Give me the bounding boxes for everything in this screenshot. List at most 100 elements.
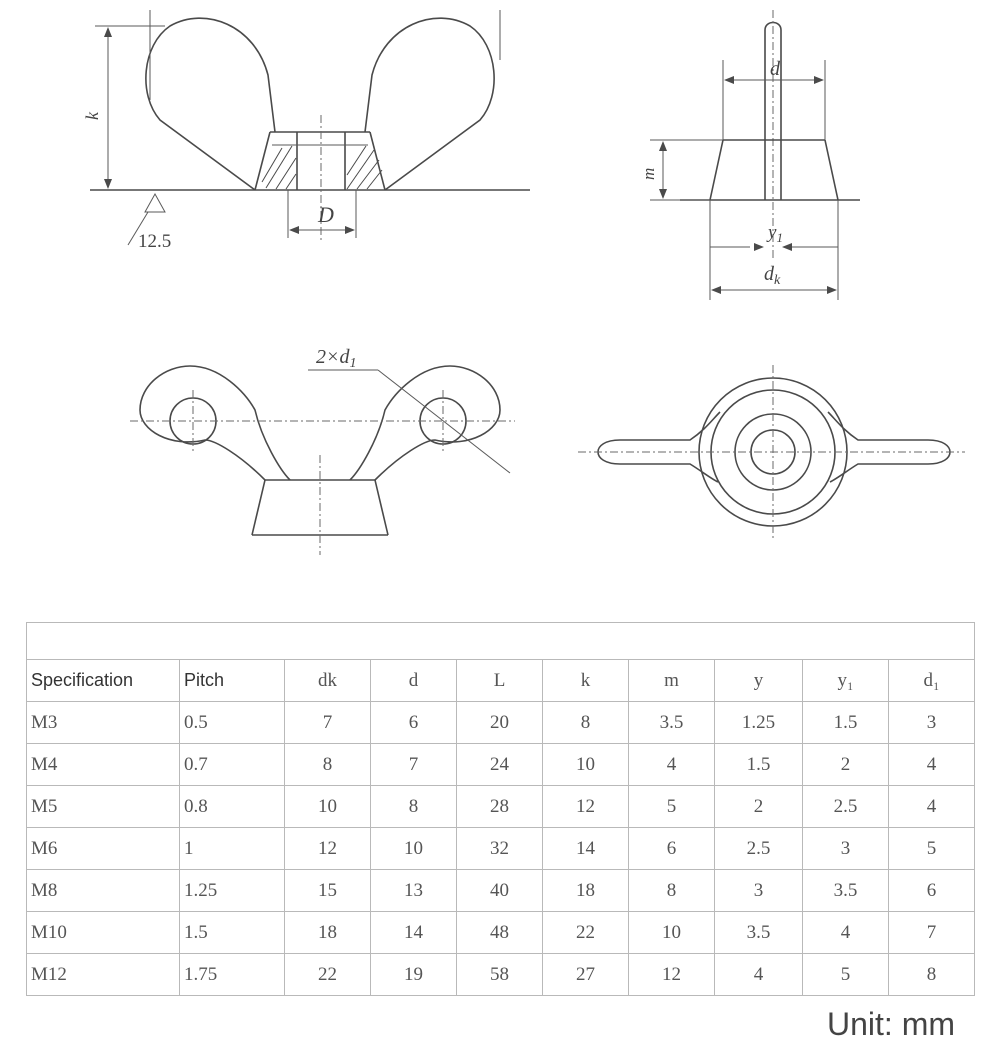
front-view: k D 12.5 [82, 10, 530, 252]
cell-k: 12 [542, 785, 629, 828]
cell-d1: 3 [887, 701, 976, 744]
cell-d1: 6 [887, 869, 976, 912]
cell-m: 10 [628, 911, 715, 954]
cell-pitch: 0.7 [179, 743, 285, 786]
cell-d1: 5 [887, 827, 976, 870]
y1-subscript: 1 [776, 230, 783, 245]
cell-pitch: 1.5 [179, 911, 285, 954]
table-caption-row [25, 622, 976, 660]
header-dk: dk [284, 659, 371, 702]
cell-y: 1.25 [714, 701, 803, 744]
cell-pitch: 1 [179, 827, 285, 870]
cell-m: 4 [628, 743, 715, 786]
unit-note: Unit: mm [827, 1006, 955, 1042]
cell-y1: 4 [802, 911, 889, 954]
cell-k: 8 [542, 701, 629, 744]
cell-l: 24 [456, 743, 543, 786]
cell-y: 4 [714, 953, 803, 996]
cell-specification: M10 [26, 911, 180, 954]
cell-k: 27 [542, 953, 629, 996]
cell-m: 3.5 [628, 701, 715, 744]
cell-k: 18 [542, 869, 629, 912]
header-m: m [628, 659, 715, 702]
cell-dk: 10 [284, 785, 371, 828]
cell-d1: 8 [887, 953, 976, 996]
cell-y: 3 [714, 869, 803, 912]
y1-main: y [766, 222, 777, 243]
dk-label: dk [764, 263, 781, 288]
cell-m: 5 [628, 785, 715, 828]
header-y: y [714, 659, 803, 702]
side-view: d m y1 dk [639, 10, 860, 300]
cell-dk: 8 [284, 743, 371, 786]
cell-y1: 2 [802, 743, 889, 786]
cell-y: 2.5 [714, 827, 803, 870]
header-pitch: Pitch [179, 659, 285, 702]
cell-k: 10 [542, 743, 629, 786]
table-header-row: Specification Pitch dk d L k m y y₁ d₁ [26, 659, 976, 702]
cell-d: 7 [370, 743, 457, 786]
cell-d: 13 [370, 869, 457, 912]
spec-table: Specification Pitch dk d L k m y y₁ d₁ M… [25, 622, 976, 996]
cell-l: 58 [456, 953, 543, 996]
hole-callout: 2×d1 [316, 346, 357, 371]
header-specification: Specification [26, 659, 180, 702]
cell-pitch: 1.75 [179, 953, 285, 996]
cell-y: 2 [714, 785, 803, 828]
cell-y: 1.5 [714, 743, 803, 786]
cell-y1: 5 [802, 953, 889, 996]
cell-k: 22 [542, 911, 629, 954]
cell-dk: 22 [284, 953, 371, 996]
cell-d: 6 [370, 701, 457, 744]
cell-d: 8 [370, 785, 457, 828]
cell-k: 14 [542, 827, 629, 870]
cell-pitch: 0.8 [179, 785, 285, 828]
header-k: k [542, 659, 629, 702]
hole-callout-subscript: 1 [350, 356, 357, 371]
header-d: d [370, 659, 457, 702]
cell-l: 28 [456, 785, 543, 828]
dk-subscript: k [774, 273, 781, 288]
cell-d1: 4 [887, 785, 976, 828]
cell-dk: 15 [284, 869, 371, 912]
y1-label: y1 [766, 222, 783, 245]
cell-dk: 18 [284, 911, 371, 954]
header-d1: d₁ [887, 659, 976, 702]
cell-dk: 7 [284, 701, 371, 744]
cell-m: 12 [628, 953, 715, 996]
cell-m: 6 [628, 827, 715, 870]
cell-dk: 12 [284, 827, 371, 870]
bottom-view: 2×d1 [130, 346, 515, 555]
cell-pitch: 1.25 [179, 869, 285, 912]
cell-y1: 3 [802, 827, 889, 870]
cell-y: 3.5 [714, 911, 803, 954]
k-label: k [82, 111, 102, 120]
m-label: m [639, 168, 658, 180]
cell-d1: 4 [887, 743, 976, 786]
cell-specification: M6 [26, 827, 180, 870]
cell-specification: M12 [26, 953, 180, 996]
cell-d: 19 [370, 953, 457, 996]
cell-specification: M3 [26, 701, 180, 744]
cell-pitch: 0.5 [179, 701, 285, 744]
d-hole-label: D [317, 202, 334, 227]
wing-nut-technical-drawing: k D 12.5 d m [82, 10, 965, 555]
cell-d: 10 [370, 827, 457, 870]
cell-y1: 2.5 [802, 785, 889, 828]
cell-l: 32 [456, 827, 543, 870]
cell-l: 20 [456, 701, 543, 744]
table-caption-cell [25, 622, 976, 660]
cell-m: 8 [628, 869, 715, 912]
cell-specification: M8 [26, 869, 180, 912]
cell-d1: 7 [887, 911, 976, 954]
cell-l: 40 [456, 869, 543, 912]
cell-l: 48 [456, 911, 543, 954]
